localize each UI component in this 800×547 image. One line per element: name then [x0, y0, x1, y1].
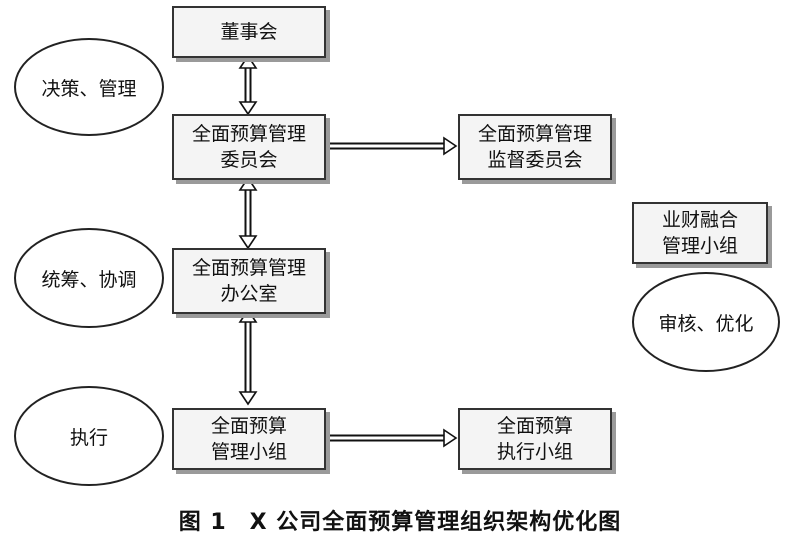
- budget-management-group-box: 全面预算 管理小组: [172, 408, 326, 470]
- committee-box: 全面预算管理 委员会: [172, 114, 326, 180]
- review-optimize-label: 审核、优化: [658, 312, 754, 335]
- committee-label: 全面预算管理 委员会: [191, 123, 306, 171]
- arrow-mgmt-group-exec-group: [326, 428, 458, 448]
- double-arrow-office-mgmt-group: [238, 308, 258, 406]
- budget-management-group-label: 全面预算 管理小组: [210, 415, 287, 463]
- board-label: 董事会: [220, 21, 278, 43]
- decision-management-label: 决策、管理: [41, 77, 137, 100]
- integration-group-box: 业财融合 管理小组: [632, 202, 768, 264]
- board-box: 董事会: [172, 6, 326, 58]
- execution-ellipse: 执行: [14, 386, 164, 486]
- supervision-committee-label: 全面预算管理 监督委员会: [477, 123, 592, 171]
- figure-caption: 图 1 X 公司全面预算管理组织架构优化图: [178, 510, 622, 535]
- budget-execution-group-label: 全面预算 执行小组: [496, 415, 573, 463]
- budget-execution-group-box: 全面预算 执行小组: [458, 408, 612, 470]
- coordination-label: 统筹、协调: [41, 268, 137, 291]
- execution-label: 执行: [69, 426, 108, 449]
- budget-office-label: 全面预算管理 办公室: [191, 257, 306, 305]
- coordination-ellipse: 统筹、协调: [14, 228, 164, 328]
- integration-group-label: 业财融合 管理小组: [661, 209, 738, 257]
- arrow-committee-supervision: [326, 136, 458, 156]
- review-optimize-ellipse: 审核、优化: [632, 272, 780, 372]
- double-arrow-committee-office: [238, 176, 258, 250]
- supervision-committee-box: 全面预算管理 监督委员会: [458, 114, 612, 180]
- double-arrow-board-committee: [238, 54, 258, 116]
- decision-management-ellipse: 决策、管理: [14, 38, 164, 136]
- budget-office-box: 全面预算管理 办公室: [172, 248, 326, 314]
